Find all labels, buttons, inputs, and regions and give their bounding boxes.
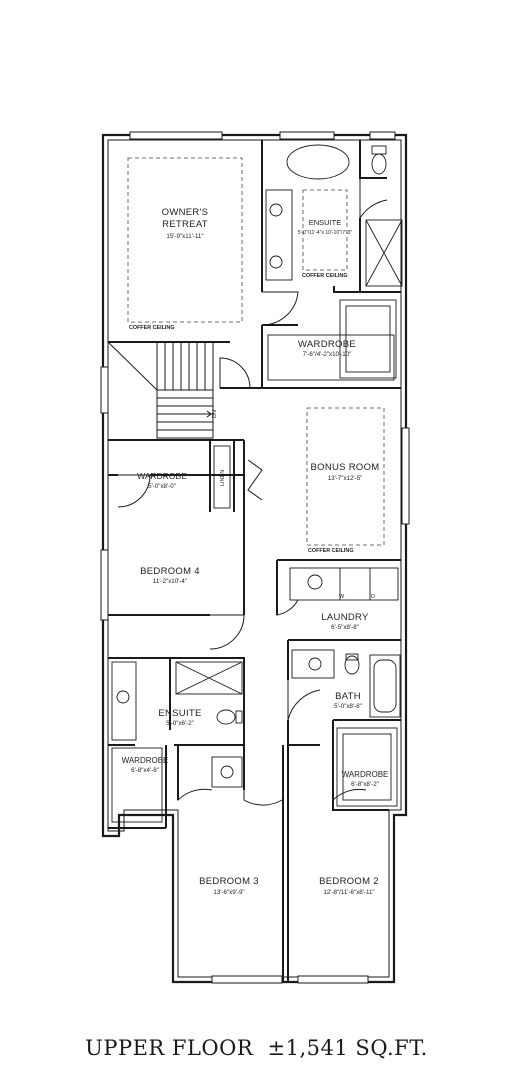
bathtub-icon [369, 654, 401, 718]
room-dims-bed2-wardrobe: 6'-8"x8'-2" [351, 781, 379, 788]
coffer-ceiling-note-owner: COFFER CEILING [129, 325, 175, 331]
room-name-bed2-wardrobe: WARDROBE [342, 770, 389, 779]
room-labels: OWNER'S RETREAT 15'-9"x11'-11" ENSUITE 5… [122, 207, 389, 896]
room-name-bedroom-2: BEDROOM 2 [319, 876, 379, 887]
room-dims-bed4-wardrobe: 5'-0"x8'-0" [148, 483, 176, 490]
room-name-bed3-ensuite: ENSUITE [158, 708, 201, 719]
floor-area: ±1,541 SQ.FT. [267, 1036, 428, 1060]
bath-vanity [291, 649, 335, 679]
floor-caption: UPPER FLOOR ±1,541 SQ.FT. [0, 1036, 513, 1060]
sink-icon [220, 765, 234, 779]
room-dims-bonus-room: 13'-7"x12'-5" [328, 475, 363, 482]
room-dims-owner-wardrobe: 7'-6"/4'-2"x10'-10" [303, 351, 352, 358]
sink-icon [308, 657, 322, 671]
floor-name: UPPER FLOOR [85, 1036, 254, 1060]
vanity [211, 756, 243, 788]
linen-shelf [213, 445, 231, 509]
vanity [265, 189, 293, 281]
room-dims-bath: 5'-0"x8'-8" [334, 703, 362, 710]
room-dims-bed3-ensuite: 5'-0"x6'-2" [166, 720, 194, 727]
wardrobe-shelf [339, 299, 397, 379]
room-name-bedroom-3: BEDROOM 3 [199, 876, 259, 887]
toilet-icon [344, 655, 360, 675]
exterior-wall [101, 133, 408, 984]
room-dims-owners-retreat: 15'-9"x11'-11" [166, 233, 203, 240]
wardrobe-shelf [111, 747, 163, 823]
room-name-owners-retreat-1: OWNER'S [162, 207, 209, 218]
windows [100, 131, 410, 984]
exterior-wall-inner [107, 139, 402, 978]
room-dims-bed3-wardrobe: 6'-8"x4'-8" [131, 767, 159, 774]
floor-plan: OWNER'S RETREAT 15'-9"x11'-11" ENSUITE 5… [100, 131, 410, 984]
toilet-icon [371, 145, 387, 155]
room-name-bed4-wardrobe: WARDROBE [137, 471, 187, 481]
room-name-owners-retreat-2: RETREAT [162, 219, 208, 230]
room-dims-laundry: 6'-5"x8'-8" [331, 624, 359, 631]
washer-label: W [339, 594, 345, 600]
coffer-ceilings [127, 157, 385, 546]
shower [365, 219, 403, 287]
toilet-bowl [371, 153, 387, 175]
toilet-icon [216, 709, 236, 725]
coffer-ceiling-note-ensuite: COFFER CEILING [302, 273, 348, 279]
room-name-bath: BATH [335, 691, 361, 702]
room-dims-owner-ensuite: 5'-0"/11'-4"x 10'-10"/7'-3" [298, 230, 353, 236]
sink-icon [269, 203, 283, 217]
room-name-owner-wardrobe: WARDROBE [298, 339, 356, 350]
room-name-bonus-room: BONUS ROOM [311, 462, 380, 473]
door-swings [117, 178, 388, 806]
stair-dn-label: DN [212, 410, 218, 418]
room-name-bedroom-4: BEDROOM 4 [140, 566, 200, 577]
linen-label: LINEN [220, 470, 226, 486]
room-name-owner-ensuite: ENSUITE [309, 218, 342, 227]
sink-icon [116, 690, 130, 704]
staircase [107, 341, 214, 439]
room-name-bed3-wardrobe: WARDROBE [122, 756, 169, 765]
plan-notes: COFFER CEILING COFFER CEILING COFFER CEI… [129, 273, 375, 600]
ensuite-vanity [111, 661, 137, 741]
laundry-sink-icon [307, 574, 323, 590]
dryer-label: D [371, 594, 375, 600]
room-name-laundry: LAUNDRY [321, 612, 369, 623]
laundry-counter [289, 567, 399, 601]
fixtures [111, 144, 403, 823]
sink-icon [269, 255, 283, 269]
tub-icon [286, 144, 350, 180]
interior-walls [108, 140, 401, 982]
room-dims-bedroom-3: 13'-6"x9'-9" [213, 889, 244, 896]
shower [175, 661, 243, 695]
coffer-ceiling-note-bonus: COFFER CEILING [308, 548, 354, 554]
room-dims-bedroom-4: 11'-2"x10'-4" [153, 578, 187, 585]
room-dims-bedroom-2: 12'-8"/11'-6"x8'-11" [323, 889, 374, 896]
